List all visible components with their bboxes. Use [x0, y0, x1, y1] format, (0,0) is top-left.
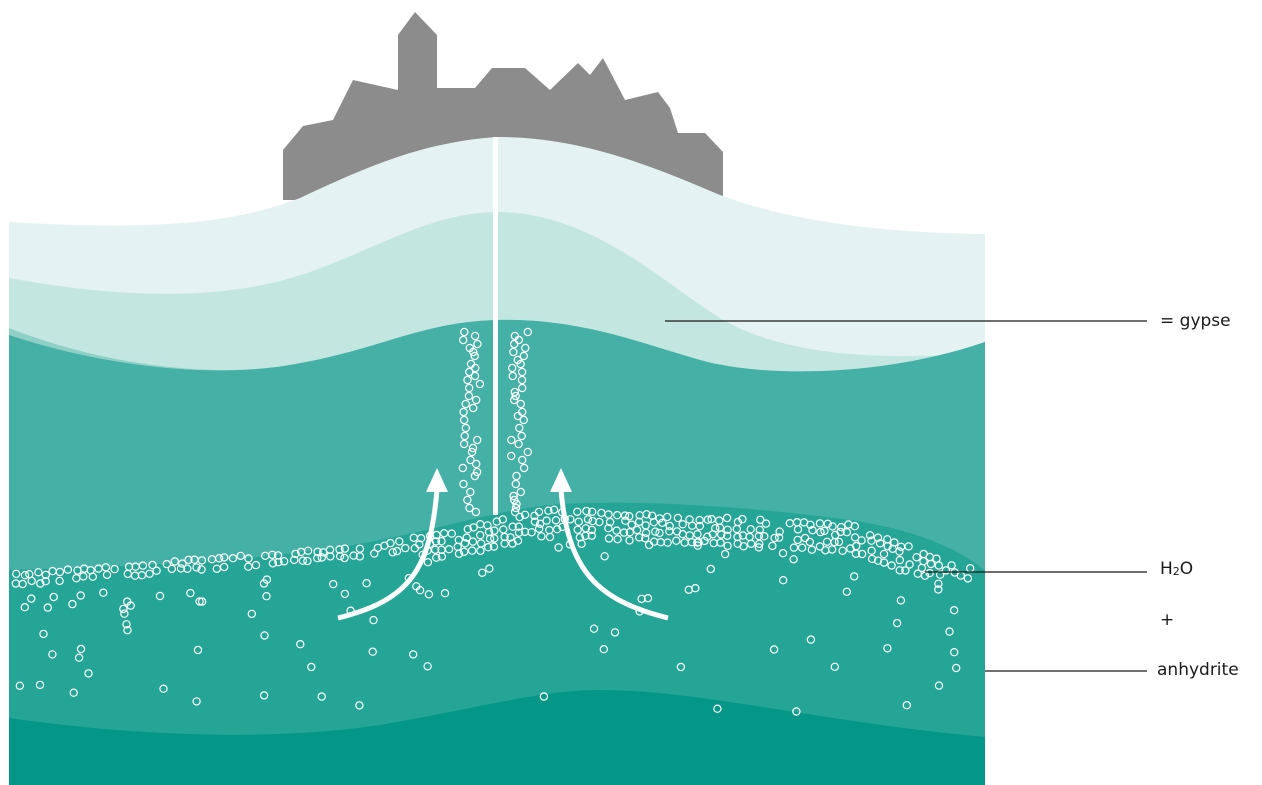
gypse-label: = gypse — [1160, 313, 1231, 330]
borehole — [493, 137, 498, 515]
water-label-main: H — [1160, 559, 1173, 579]
water-label-tail: O — [1180, 559, 1193, 579]
water-label: H2O — [1160, 561, 1193, 578]
plus-label: + — [1160, 612, 1174, 629]
anhydrite-label: anhydrite — [1157, 662, 1239, 679]
water-label-subscript: 2 — [1173, 565, 1180, 578]
